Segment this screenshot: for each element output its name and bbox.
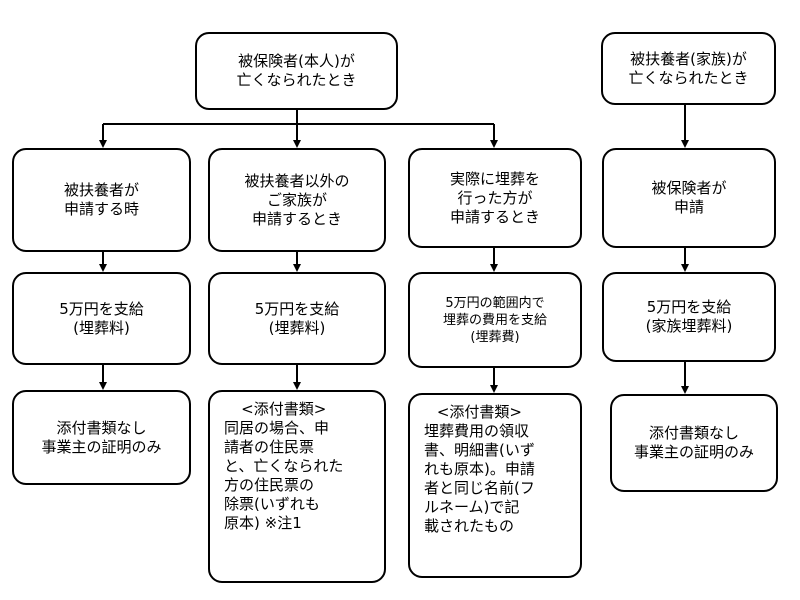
other-family-applicant-box: 被扶養者以外の ご家族が 申請するとき	[208, 148, 386, 252]
documents-text-col1: 添付書類なし 事業主の証明のみ	[41, 418, 162, 456]
dependent-applicant-box: 被扶養者が 申請する時	[12, 148, 191, 252]
documents-body-col2: 同居の場合、申 請者の住民票 と、亡くなられた 方の住民票の 除票(いずれも 原…	[224, 419, 344, 532]
documents-box-col4: 添付書類なし 事業主の証明のみ	[610, 394, 778, 492]
benefit-text-col1: 5万円を支給 (埋葬料)	[59, 299, 144, 337]
benefit-box-col1: 5万円を支給 (埋葬料)	[12, 272, 191, 365]
documents-title-col2: <添付書類>	[241, 400, 327, 418]
dependent-death-text: 被扶養者(家族)が 亡くなられたとき	[628, 49, 749, 87]
documents-body-col3: 埋葬費用の領収 書、明細書(いず れも原本)。申請 者と同じ名前(フ ルネーム)…	[424, 422, 535, 535]
documents-box-col3: <添付書類> 埋葬費用の領収 書、明細書(いず れも原本)。申請 者と同じ名前(…	[408, 393, 582, 578]
benefit-box-col2: 5万円を支給 (埋葬料)	[208, 272, 386, 365]
other-family-applicant-text: 被扶養者以外の ご家族が 申請するとき	[244, 171, 350, 228]
funeral-performer-applicant-box: 実際に埋葬を 行った方が 申請するとき	[408, 148, 582, 248]
insured-death-box: 被保険者(本人)が 亡くなられたとき	[195, 32, 398, 110]
benefit-text-col2: 5万円を支給 (埋葬料)	[254, 299, 340, 337]
benefit-box-col4: 5万円を支給 (家族埋葬料)	[602, 272, 776, 362]
dependent-applicant-text: 被扶養者が 申請する時	[63, 181, 139, 218]
insured-death-text: 被保険者(本人)が 亡くなられたとき	[236, 52, 357, 89]
benefit-text-col3: 5万円の範囲内で 埋葬の費用を支給 (埋葬費)	[442, 295, 547, 345]
insured-applicant-box: 被保険者が 申請	[602, 148, 776, 248]
dependent-death-box: 被扶養者(家族)が 亡くなられたとき	[601, 32, 776, 105]
documents-box-col1: 添付書類なし 事業主の証明のみ	[12, 390, 191, 485]
documents-title-col3: <添付書類>	[436, 403, 522, 421]
insured-applicant-text: 被保険者が 申請	[651, 179, 727, 216]
funeral-performer-applicant-text: 実際に埋葬を 行った方が 申請するとき	[449, 169, 540, 226]
documents-text-col4: 添付書類なし 事業主の証明のみ	[633, 424, 754, 461]
benefit-text-col4: 5万円を支給 (家族埋葬料)	[645, 298, 733, 335]
benefit-box-col3: 5万円の範囲内で 埋葬の費用を支給 (埋葬費)	[408, 272, 582, 368]
documents-box-col2: <添付書類> 同居の場合、申 請者の住民票 と、亡くなられた 方の住民票の 除票…	[208, 390, 386, 583]
